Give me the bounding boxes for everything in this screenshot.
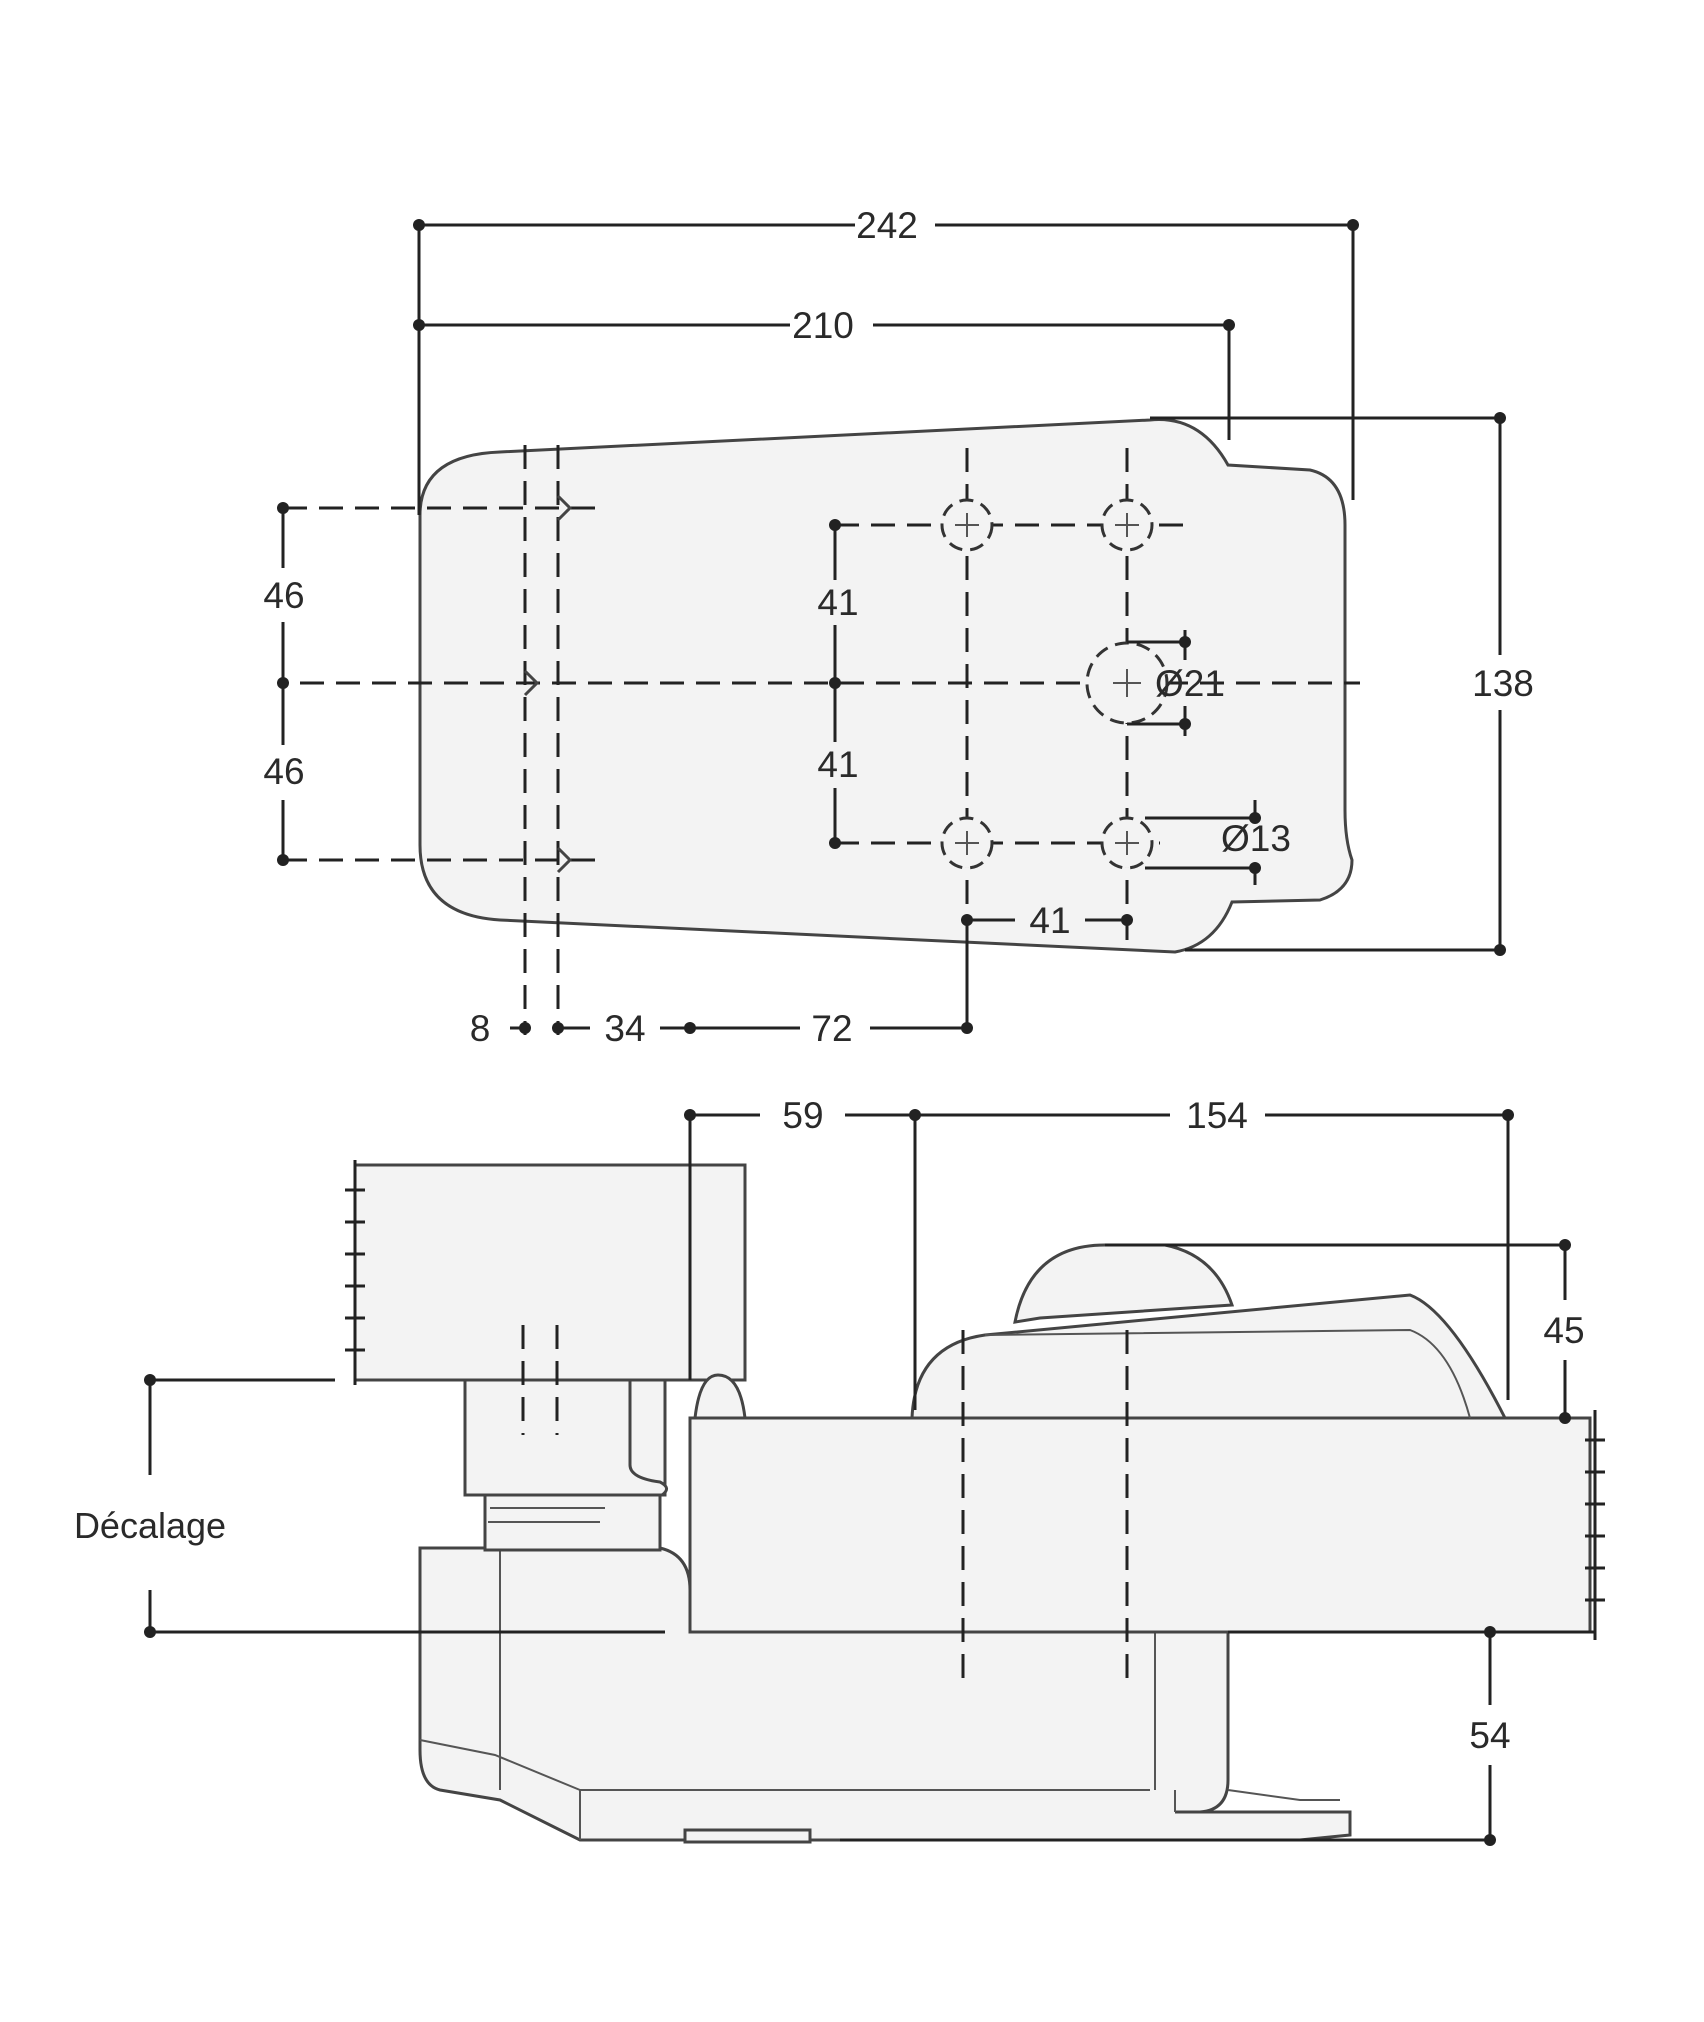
pedal-pad	[910, 1293, 1508, 1420]
dim-46-lower-label: 46	[263, 751, 304, 792]
dim-41-lower-label: 41	[817, 744, 858, 785]
dim-41-stack: 41 41	[817, 519, 859, 849]
dim-bore-diameter-label: Ø21	[1155, 663, 1225, 704]
mount-collar-detail	[488, 1507, 605, 1523]
dim-210: 210	[413, 305, 1235, 440]
break-marker-left	[345, 1160, 365, 1385]
dim-54-label: 54	[1469, 1715, 1510, 1756]
dim-41-upper-label: 41	[817, 582, 858, 623]
side-view: 59 154 45 54	[74, 1095, 1605, 1846]
dim-45: 45	[1105, 1239, 1585, 1424]
dim-242: 242	[413, 205, 1359, 515]
mount-cylinder-step	[463, 1378, 668, 1497]
dim-138-label: 138	[1472, 663, 1534, 704]
dim-41-pitch: 41	[961, 900, 1133, 941]
top-view: 242 210 138 46	[263, 205, 1533, 1049]
dim-offset: Décalage	[74, 1374, 665, 1638]
slot-marker-middle	[523, 669, 540, 697]
dim-242-label: 242	[856, 205, 918, 246]
offset-label: Décalage	[74, 1505, 226, 1546]
dim-34-label: 34	[604, 1008, 645, 1049]
housing-details	[419, 1548, 1340, 1840]
upper-bracket	[353, 1163, 747, 1382]
dim-45-label: 45	[1543, 1310, 1584, 1351]
dim-hole-diameter: Ø13	[1145, 800, 1291, 885]
pedal-dome	[1013, 1243, 1235, 1324]
hole-crosses	[955, 513, 1141, 855]
dim-41-pitch-label: 41	[1029, 900, 1070, 941]
dim-8-label: 8	[470, 1008, 491, 1049]
pedal-pad-inner	[984, 1328, 1471, 1419]
dim-59-label: 59	[782, 1095, 823, 1136]
housing-body	[418, 1546, 1352, 1842]
dim-154: 154	[915, 1095, 1514, 1400]
break-marker-right	[1585, 1410, 1605, 1640]
dim-46-stack: 46 46	[263, 502, 305, 866]
base-tab	[683, 1828, 812, 1844]
roller	[693, 1373, 747, 1420]
dim-210-label: 210	[792, 305, 854, 346]
dim-72-label: 72	[811, 1008, 852, 1049]
dim-bore-diameter: Ø21	[1127, 630, 1225, 736]
dim-54: 54	[840, 1626, 1595, 1846]
dim-hole-diameter-label: Ø13	[1221, 818, 1291, 859]
dim-bottom-chain: 8 34 72	[470, 920, 973, 1049]
slot-marker-lower	[556, 846, 573, 874]
dim-46-upper-label: 46	[263, 575, 304, 616]
dim-138: 138	[1150, 412, 1534, 956]
slot-marker-upper	[556, 494, 573, 522]
pedal-plate-outline	[418, 418, 1354, 954]
pedal-base-block	[688, 1416, 1592, 1634]
dim-154-label: 154	[1186, 1095, 1248, 1136]
